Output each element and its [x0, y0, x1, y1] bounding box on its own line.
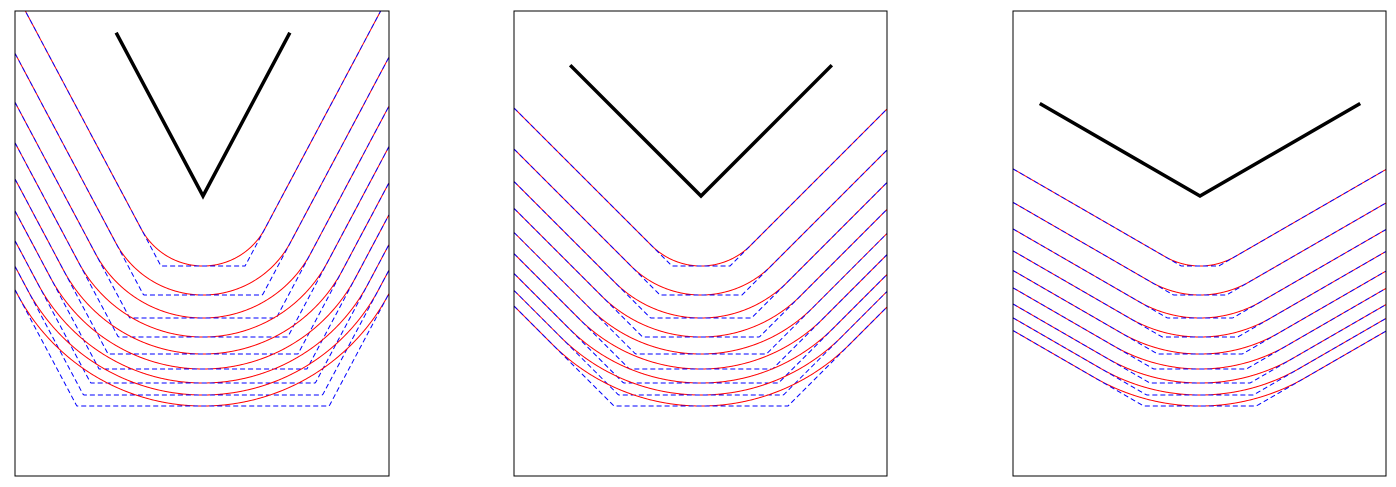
panel-3: [1012, 10, 1387, 477]
reference-curve: [15, 240, 389, 384]
reference-curve: [1013, 270, 1386, 355]
reference-curve: [514, 232, 887, 355]
reference-curve: [514, 305, 887, 407]
level-set-curves: [1013, 168, 1386, 407]
solution-curve: [1013, 168, 1386, 267]
reference-curve: [1013, 168, 1386, 267]
reference-curve: [514, 107, 887, 267]
solution-curve: [1013, 317, 1386, 396]
reference-curve: [15, 102, 389, 319]
reference-curve: [15, 289, 389, 407]
reference-curve: [514, 148, 887, 296]
solution-curve: [514, 107, 887, 267]
solution-curve: [514, 290, 887, 396]
reference-curve: [514, 290, 887, 396]
panel-1: [14, 10, 390, 477]
solution-curve: [514, 181, 887, 319]
panel-frame: [513, 10, 888, 477]
solution-curve: [1013, 330, 1386, 407]
reference-curve: [15, 53, 389, 296]
solution-curve: [514, 208, 887, 338]
panel-frame: [1012, 10, 1387, 477]
reference-curve: [1013, 228, 1386, 319]
solution-curve: [514, 273, 887, 384]
panel-2: [513, 10, 888, 477]
level-set-curves: [514, 107, 887, 407]
solution-curve: [514, 232, 887, 355]
reference-curve: [15, 142, 389, 338]
solution-curve: [1013, 250, 1386, 338]
obstacle-wedge: [114, 31, 292, 200]
reference-curve: [15, 178, 389, 355]
solution-curve: [15, 240, 389, 384]
reference-curve: [24, 11, 382, 267]
solution-curve: [1013, 287, 1386, 370]
solution-curve: [1013, 303, 1386, 384]
reference-curve: [1013, 250, 1386, 338]
solution-curve: [1013, 201, 1386, 296]
reference-curve: [514, 181, 887, 319]
solution-curve: [514, 253, 887, 370]
reference-curve: [1013, 201, 1386, 296]
reference-curve: [15, 210, 389, 370]
solution-curve: [1013, 228, 1386, 319]
level-set-curves: [15, 11, 389, 407]
reference-curve: [514, 253, 887, 370]
solution-curve: [514, 148, 887, 296]
reference-curve: [1013, 303, 1386, 384]
reference-curve: [15, 266, 389, 396]
reference-curve: [1013, 287, 1386, 370]
solution-curve: [15, 53, 389, 296]
obstacle-wedge: [1038, 101, 1362, 199]
obstacle-wedge: [568, 63, 834, 199]
solution-curve: [514, 305, 887, 407]
panel-frame: [14, 10, 390, 477]
solution-curve: [24, 11, 382, 267]
